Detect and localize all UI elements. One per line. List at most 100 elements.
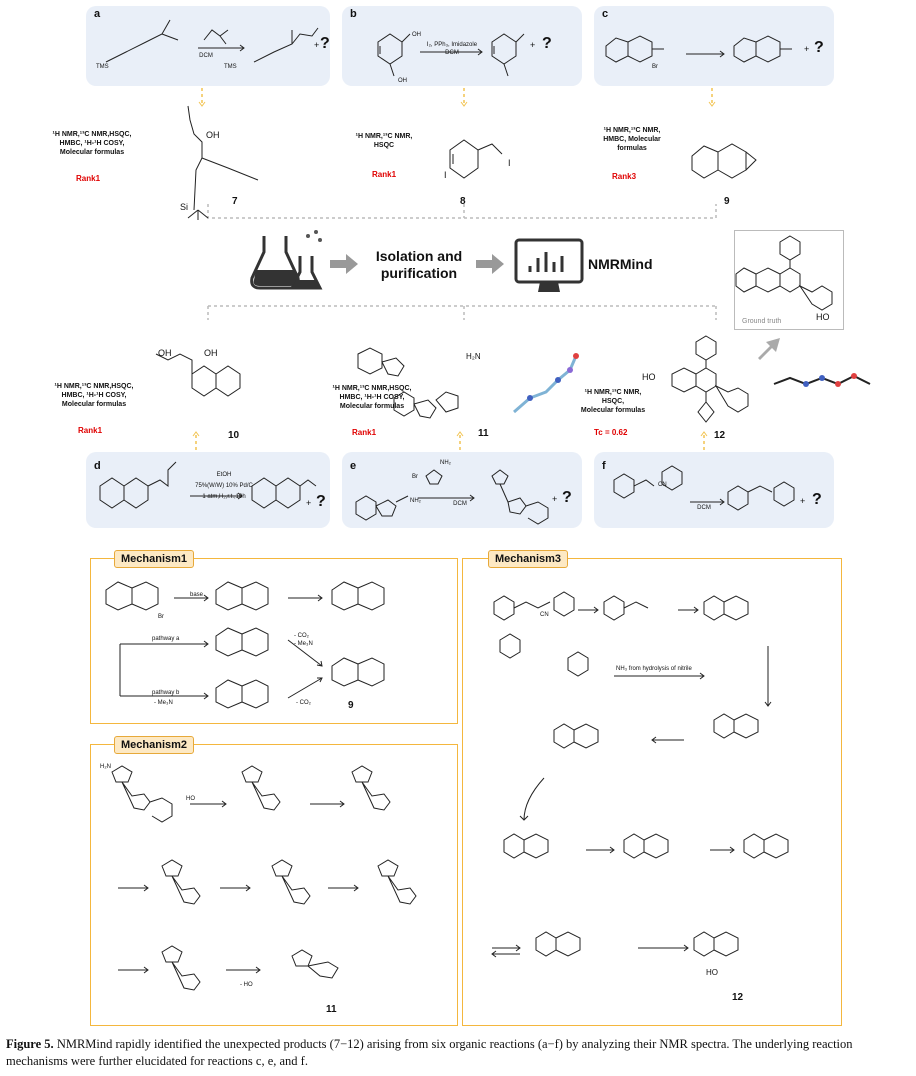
panel-f-reagent: DCM [697,505,711,511]
panel-c [594,6,834,86]
reaction-a-scheme [105,19,319,63]
panel-a [86,6,330,86]
result-10-oh2: OH [204,348,218,358]
result-8-i2: I [508,158,511,168]
mechanism1-title: Mechanism1 [114,550,195,568]
panel-d-plus: + [306,498,312,508]
arrow-up-right-icon [758,338,780,360]
reaction-e-scheme [355,469,549,525]
panel-d-reagent: EtOH 75%(W/W) 10% Pd/C 1 atm,H₂,r.t.,10h [195,472,253,500]
mechanism2-box [90,744,458,1026]
crystal-structure-11 [513,353,579,414]
mechanism2-scheme [111,765,417,991]
panel-b [342,6,582,86]
panel-f-label: f [602,460,606,472]
panel-f-question: ? [812,491,822,508]
mech1-pathway-b: pathway b [152,690,180,696]
compound-7-label: 7 [232,196,238,207]
panel-e-nh2a: NH₂ [440,460,451,466]
caption-figure-label: Figure 5. [6,1037,54,1051]
ground-truth-label: Ground truth [742,318,782,325]
mechanism3-box [462,558,842,1026]
mech1-loss-b2: - CO₂ [296,700,311,706]
flask-icon [250,230,323,290]
mech3-ho: HO [706,968,718,977]
mechanism3-scheme [491,591,789,958]
panel-d-question: ? [316,493,326,510]
reaction-c-scheme [605,35,792,63]
bottom-flow-arrows [192,431,708,450]
compound-8-label: 8 [460,196,466,207]
panel-b-oh1: OH [412,32,421,38]
panel-e-question: ? [562,489,572,506]
arrow-right-icon [476,254,504,274]
mech1-pathway-a: pathway a [152,636,180,642]
mech1-loss-a: - CO₂ - Me₃N [294,633,313,647]
mechanism2-title: Mechanism2 [114,736,195,754]
result-11-rank: Rank1 [352,428,377,437]
mechanism1-box [90,558,458,724]
ground-truth-box [734,230,844,330]
panel-f-cn: CN [658,482,667,488]
panel-b-plus: + [530,40,536,50]
arrow-right-icon [330,254,358,274]
figure-caption: Figure 5. NMRMind rapidly identified the… [6,1036,911,1070]
workflow-tool-label: NMRMind [588,256,653,272]
panel-e-br: Br [412,474,418,480]
panel-a-prod-tms: TMS [224,64,237,70]
mech2-loss: - HO [240,982,253,988]
result-8-methods: ¹H NMR,¹³C NMR, HSQC [355,133,413,149]
result-9-rank: Rank3 [612,172,637,181]
panel-e-label: e [350,460,357,472]
compound-11 [357,347,459,419]
ground-truth-structure [735,235,833,311]
compound-9-label: 9 [724,196,730,207]
monitor-icon [514,238,584,292]
panel-b-question: ? [542,35,552,52]
result-12-methods: ¹H NMR,¹³C NMR, HSQC, Molecular formulas [580,389,646,414]
panel-b-reagent: I₂, PPh₃, Imidazole DCM [426,42,478,56]
panel-c-question: ? [814,39,824,56]
mechanism1-scheme [105,581,385,709]
panel-c-plus: + [804,44,810,54]
result-9-methods: ¹H NMR,¹³C NMR, HMBC, Molecular formulas [603,127,661,152]
result-11-nh2: H₂N [466,352,481,361]
panel-c-label: c [602,8,609,20]
top-flow-arrows [198,88,717,320]
compound-10-label: 10 [228,430,240,441]
result-7-si: Si [180,202,189,212]
panel-b-oh2: OH [398,78,407,84]
mech1-loss-b1: - Me₃N [154,700,173,706]
panel-a-label: a [94,8,101,20]
crystal-structure-12 [773,373,871,387]
mech2-ho: HO [186,796,195,802]
reaction-d-scheme [99,461,317,509]
panel-a-sm-tms: TMS [96,64,109,70]
compound-9 [691,143,757,179]
compound-11-label: 11 [478,428,489,439]
result-11-methods: ¹H NMR,¹³C NMR,HSQC, HMBC, ¹H-¹H COSY, M… [332,385,412,410]
reaction-f-scheme [613,465,795,511]
compound-12-label: 12 [714,430,726,441]
compound-7 [187,105,259,220]
result-12-ho: HO [642,372,656,382]
result-12-rank: Tc = 0.62 [594,428,628,437]
mechanism3-title: Mechanism3 [488,550,569,568]
result-10-oh1: OH [158,348,172,358]
panel-e-plus: + [552,494,558,504]
result-7-methods: ¹H NMR,¹³C NMR,HSQC, HMBC, ¹H-¹H COSY, M… [52,131,132,156]
workflow-step-label: Isolation and purification [375,248,463,281]
compound-12 [671,335,749,423]
panel-a-reagent: DCM [199,53,213,59]
panel-f-plus: + [800,496,806,506]
caption-text: NMRMind rapidly identified the unexpecte… [6,1037,853,1068]
panel-e-nh2b: NH₂ [410,498,421,504]
ground-truth-ho: HO [816,312,830,322]
mech3-cn: CN [540,612,549,618]
result-7-rank: Rank1 [76,174,101,183]
compound-10 [155,353,241,397]
result-7-oh: OH [206,130,220,140]
panel-a-question: ? [320,35,330,52]
result-8-i1: I [444,170,447,180]
mech2-nh2: H₂N [100,764,111,770]
